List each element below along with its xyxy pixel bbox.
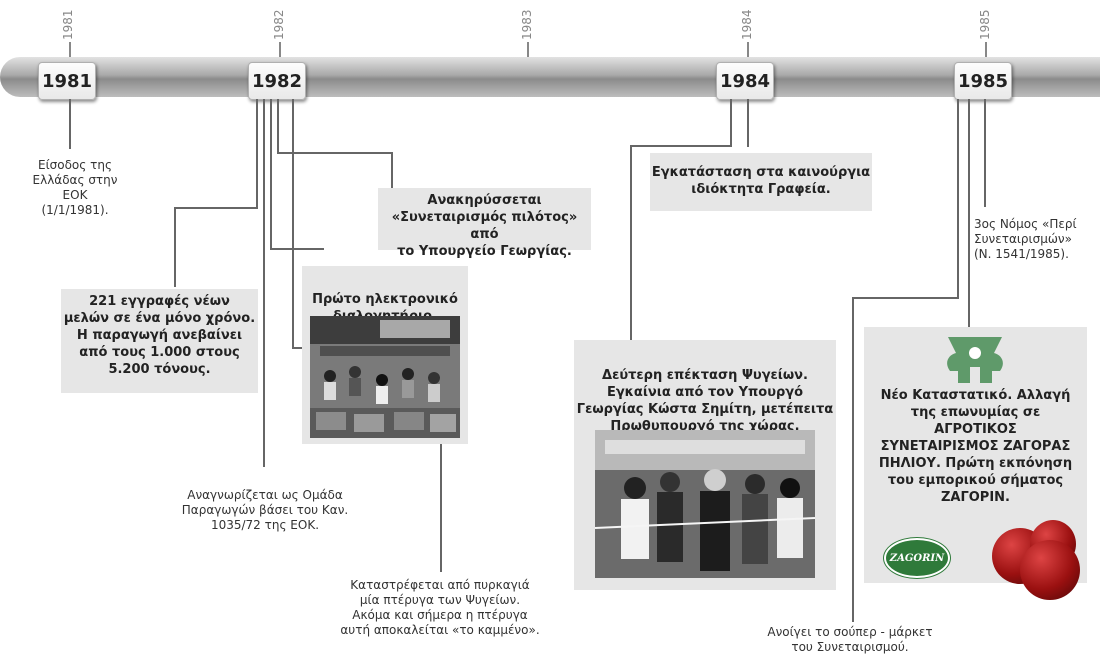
connector — [263, 99, 265, 467]
connector — [957, 99, 959, 299]
connector — [174, 207, 176, 287]
zagorin-badge: ZAGORIN — [884, 538, 950, 578]
small-year-1981: 1981 — [61, 9, 75, 40]
connector — [747, 99, 749, 147]
event-growth-1982: 221 εγγραφές νέων μελών σε ένα μόνο χρόν… — [61, 289, 258, 393]
connector — [277, 152, 391, 154]
event-pilot-cooperative: Ανακηρύσσεται «Συνεταιρισμός πιλότος» απ… — [378, 188, 591, 259]
tick-1984 — [747, 42, 749, 62]
event-fire: Καταστρέφεται από πυρκαγιά μία πτέρυγα τ… — [340, 578, 540, 637]
event-eok-entry: Είσοδος της Ελλάδας στην ΕΟΚ (1/1/1981). — [32, 158, 118, 217]
inauguration-photo — [595, 430, 815, 578]
connector — [630, 145, 732, 147]
connector — [852, 297, 959, 299]
connector — [630, 145, 632, 340]
event-law-1541: 3ος Νόμος «Περί Συνεταιρισμών» (Ν. 1541/… — [974, 217, 1077, 261]
small-year-1985: 1985 — [978, 9, 992, 40]
event-producer-group: Αναγνωρίζεται ως Ομάδα Παραγωγών βάσει τ… — [181, 488, 349, 532]
connector — [440, 347, 442, 572]
event-new-statute: Νέο Καταστατικό. Αλλαγή της επωνυμίας σε… — [878, 388, 1073, 505]
connector — [391, 152, 393, 188]
tick-1982 — [279, 42, 281, 62]
sorting-hall-photo — [310, 316, 460, 438]
connector — [277, 99, 279, 154]
connector — [270, 248, 324, 250]
event-supermarket: Ανοίγει το σούπερ - μάρκετ του Συνεταιρι… — [767, 625, 933, 654]
year-marker-1984: 1984 — [716, 62, 774, 100]
connector — [174, 207, 258, 209]
timeline-bar — [0, 57, 1100, 97]
connector — [270, 99, 272, 249]
connector — [292, 99, 294, 349]
connector — [984, 99, 986, 207]
tick-1981 — [69, 42, 71, 62]
connector — [256, 99, 258, 209]
connector — [852, 297, 854, 622]
small-year-1984: 1984 — [740, 9, 754, 40]
zagorin-badge-label: ZAGORIN — [889, 552, 945, 564]
cooperative-logo — [947, 337, 1003, 383]
tick-1985 — [985, 42, 987, 62]
connector — [968, 99, 970, 327]
year-marker-1982: 1982 — [248, 62, 306, 100]
event-new-offices: Εγκατάσταση στα καινούργια ιδιόκτητα Γρα… — [650, 153, 872, 211]
small-year-1982: 1982 — [272, 9, 286, 40]
event-second-expansion: Δεύτερη επέκταση Ψυγείων. Εγκαίνια από τ… — [576, 368, 834, 434]
connector — [69, 99, 71, 149]
year-marker-1985: 1985 — [954, 62, 1012, 100]
apple-image — [1020, 540, 1080, 600]
small-year-1983: 1983 — [520, 9, 534, 40]
year-marker-1981: 1981 — [38, 62, 96, 100]
connector — [730, 99, 732, 147]
